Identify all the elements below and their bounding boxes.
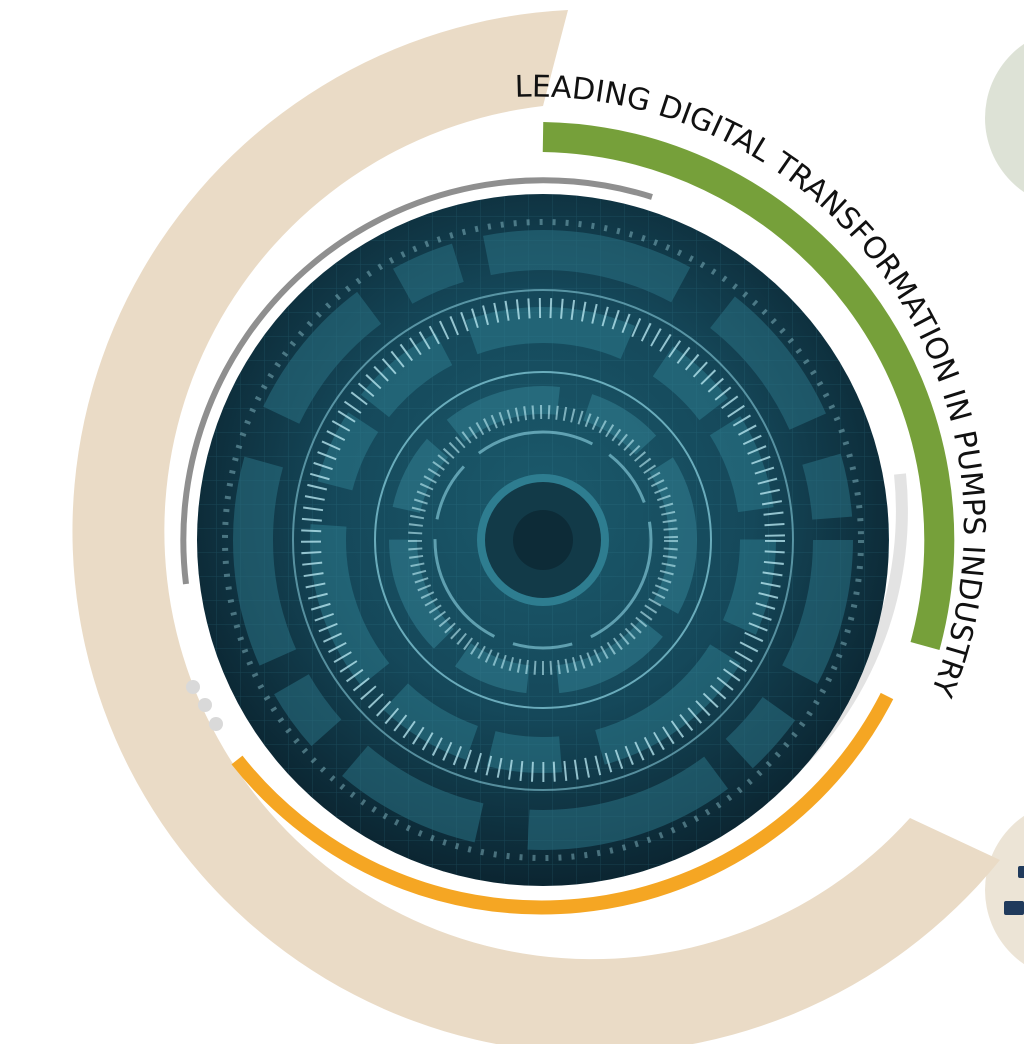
side-circle-bottom <box>985 815 1024 965</box>
side-circle-top <box>985 43 1024 193</box>
green-accent-arc <box>542 122 955 650</box>
navy-square-icon <box>1004 866 1024 915</box>
orange-accent-arc <box>231 692 894 915</box>
digital-dial-graphic <box>197 194 889 886</box>
gray-thin-arc <box>180 177 653 585</box>
dots-icon <box>186 680 223 731</box>
beige-outer-arc <box>72 10 1000 1044</box>
